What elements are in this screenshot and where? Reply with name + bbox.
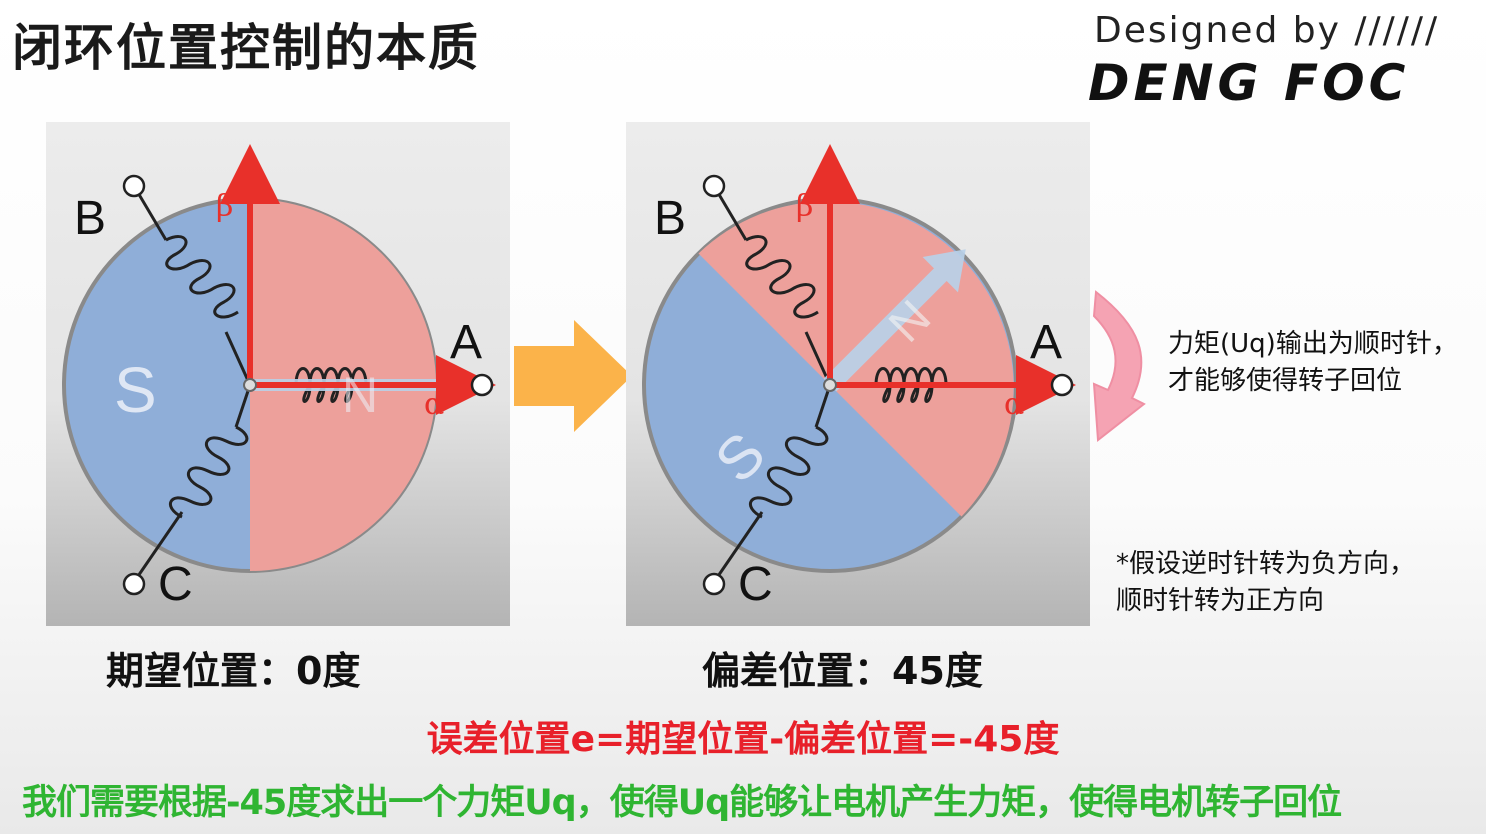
coil-b <box>165 235 239 319</box>
coil-c <box>168 425 249 519</box>
terminal-b <box>122 174 146 198</box>
motor-diagram-desired: B C A S N β α <box>46 122 510 626</box>
label-alpha: α <box>1004 387 1024 422</box>
coil-c <box>748 425 829 519</box>
rotor-center <box>243 378 257 392</box>
rotor-center <box>823 378 837 392</box>
deviation-position-caption: 偏差位置：45度 <box>702 649 983 693</box>
label-c: C <box>158 558 193 611</box>
motor-diagram-deviation: B C A S N β α <box>626 122 1090 626</box>
label-c: C <box>738 558 773 611</box>
rotor-vector-arrow <box>823 249 966 392</box>
label-b: B <box>654 192 686 245</box>
page-title: 闭环位置控制的本质 <box>12 19 480 77</box>
coil-b <box>745 235 819 319</box>
direction-note: *假设逆时针转为负方向， 顺时针转为正方向 <box>1116 549 1416 616</box>
label-a: A <box>1030 316 1062 369</box>
torque-note: 力矩(Uq)输出为顺时针， 才能够使得转子回位 <box>1168 329 1458 396</box>
label-beta: β <box>216 189 233 224</box>
coil-a <box>874 367 948 403</box>
label-beta: β <box>796 189 813 224</box>
brand-designed-by: Designed by ////// <box>1094 10 1440 51</box>
clockwise-torque-arrow <box>1092 290 1146 442</box>
error-formula: 误差位置e=期望位置-偏差位置=-45度 <box>426 719 1060 760</box>
label-a: A <box>450 316 482 369</box>
terminal-a <box>1050 373 1074 397</box>
terminal-b <box>702 174 726 198</box>
coil-a <box>294 367 368 403</box>
desired-position-caption: 期望位置：0度 <box>106 649 361 693</box>
terminal-c <box>702 572 726 596</box>
brand-logo: DENG FOC <box>1088 54 1410 112</box>
label-n: N <box>342 367 378 423</box>
terminal-a <box>470 373 494 397</box>
conclusion-text: 我们需要根据-45度求出一个力矩Uq，使得Uq能够让电机产生力矩，使得电机转子回… <box>22 783 1342 823</box>
label-s: S <box>114 354 157 426</box>
label-alpha: α <box>424 387 444 422</box>
transition-arrow <box>514 320 632 432</box>
label-b: B <box>74 192 106 245</box>
terminal-c <box>122 572 146 596</box>
